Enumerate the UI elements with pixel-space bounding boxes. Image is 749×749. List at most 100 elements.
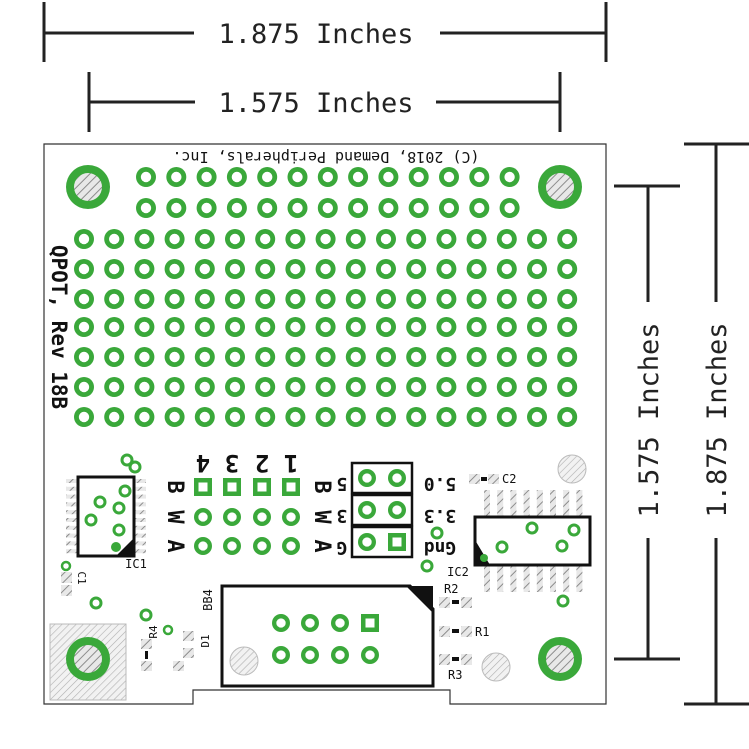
proto-hole bbox=[436, 259, 457, 279]
ic1-label: IC1 bbox=[125, 557, 147, 571]
proto-hole bbox=[376, 407, 396, 427]
pot-pad bbox=[223, 508, 241, 526]
proto-hole bbox=[496, 377, 517, 397]
ic1-pin bbox=[66, 510, 78, 515]
voltage-label: Gnd bbox=[424, 537, 457, 558]
ic1-pin bbox=[66, 479, 78, 483]
proto-hole bbox=[164, 407, 185, 427]
proto-hole bbox=[255, 347, 276, 367]
bb4-pad bbox=[331, 614, 349, 632]
bb4-pad bbox=[331, 646, 349, 664]
power-header-pad bbox=[358, 469, 376, 487]
ic1-pin bbox=[134, 486, 146, 491]
proto-hole bbox=[345, 229, 366, 249]
r3-label: R3 bbox=[448, 668, 462, 682]
proto-hole bbox=[557, 259, 578, 279]
proto-hole bbox=[408, 167, 429, 187]
proto-hole bbox=[194, 317, 215, 337]
bb4-pad-square bbox=[361, 614, 379, 632]
ic2-pin bbox=[536, 565, 543, 592]
proto-hole bbox=[466, 289, 487, 309]
proto-hole bbox=[439, 198, 459, 218]
proto-hole bbox=[317, 167, 338, 187]
proto-hole bbox=[315, 259, 336, 279]
power-header-pad bbox=[358, 501, 376, 519]
proto-hole bbox=[225, 407, 245, 427]
proto-hole bbox=[406, 407, 427, 427]
ic1-pin bbox=[66, 494, 78, 499]
proto-hole bbox=[285, 317, 306, 337]
bb4-pad bbox=[301, 646, 319, 664]
r2-footprint: R2 bbox=[439, 582, 472, 608]
proto-hole bbox=[466, 229, 487, 249]
ic2-pin bbox=[510, 565, 517, 592]
proto-hole bbox=[557, 347, 578, 367]
proto-hole bbox=[164, 347, 185, 367]
proto-hole bbox=[469, 167, 490, 187]
dimension-inner-width: 1.575 Inches bbox=[87, 72, 562, 132]
proto-hole bbox=[74, 317, 94, 337]
proto-hole bbox=[196, 167, 217, 187]
bb4-connector: BB4 bbox=[201, 584, 435, 688]
c1-footprint: C1 bbox=[60, 560, 103, 610]
proto-hole bbox=[376, 317, 396, 337]
proto-hole bbox=[436, 407, 457, 427]
r1-footprint: R1 bbox=[439, 625, 489, 639]
proto-hole bbox=[557, 377, 578, 397]
proto-hole bbox=[406, 289, 427, 309]
proto-hole bbox=[164, 289, 185, 309]
proto-hole bbox=[557, 229, 578, 249]
header-number: 3 bbox=[337, 505, 348, 526]
ic1-pin bbox=[134, 479, 146, 483]
proto-hole bbox=[134, 229, 155, 249]
column-number: 2 bbox=[255, 449, 269, 477]
proto-hole bbox=[315, 317, 336, 337]
ic2-pin bbox=[484, 490, 490, 517]
header-number: 5 bbox=[337, 473, 348, 494]
proto-hole bbox=[255, 377, 276, 397]
copyright-text: (C) 2018, Demand Peripherals, Inc. bbox=[172, 148, 479, 166]
voltage-label: 5.0 bbox=[424, 473, 457, 494]
proto-hole bbox=[285, 259, 306, 279]
ic1-pin bbox=[66, 525, 78, 530]
dimension-outer-width: 1.875 Inches bbox=[42, 2, 608, 62]
row-letter-right: A bbox=[309, 539, 334, 552]
proto-hole bbox=[194, 407, 215, 427]
proto-hole bbox=[466, 259, 487, 279]
proto-hole bbox=[376, 289, 396, 309]
proto-hole bbox=[104, 289, 125, 309]
proto-hole bbox=[74, 407, 94, 427]
proto-hole bbox=[255, 317, 276, 337]
proto-hole bbox=[527, 289, 547, 309]
ic1-pin bbox=[134, 494, 146, 499]
proto-hole bbox=[406, 229, 427, 249]
r4-footprint: R4 bbox=[139, 608, 160, 671]
proto-hole bbox=[257, 167, 278, 187]
proto-hole bbox=[196, 198, 217, 218]
proto-hole bbox=[104, 377, 125, 397]
proto-hole bbox=[74, 347, 94, 367]
outer-height-label: 1.875 Inches bbox=[702, 322, 733, 517]
proto-hole bbox=[406, 259, 427, 279]
ic2-pin bbox=[563, 565, 570, 592]
proto-hole bbox=[104, 407, 125, 427]
ic2-footprint: IC2 bbox=[447, 490, 592, 608]
power-header-pad-square bbox=[388, 533, 406, 551]
prototype-grid bbox=[74, 167, 578, 427]
proto-hole bbox=[345, 347, 366, 367]
pot-pad bbox=[223, 537, 241, 555]
pot-pad bbox=[253, 508, 271, 526]
proto-hole bbox=[257, 198, 278, 218]
proto-hole bbox=[527, 229, 547, 249]
proto-hole bbox=[496, 407, 517, 427]
proto-hole bbox=[104, 347, 125, 367]
proto-hole bbox=[315, 229, 336, 249]
proto-hole bbox=[496, 259, 517, 279]
proto-hole bbox=[378, 198, 399, 218]
mounting-hole-top-right bbox=[538, 165, 582, 209]
proto-hole bbox=[194, 259, 215, 279]
proto-hole bbox=[315, 289, 336, 309]
proto-hole bbox=[557, 289, 578, 309]
bb4-pad bbox=[272, 614, 290, 632]
